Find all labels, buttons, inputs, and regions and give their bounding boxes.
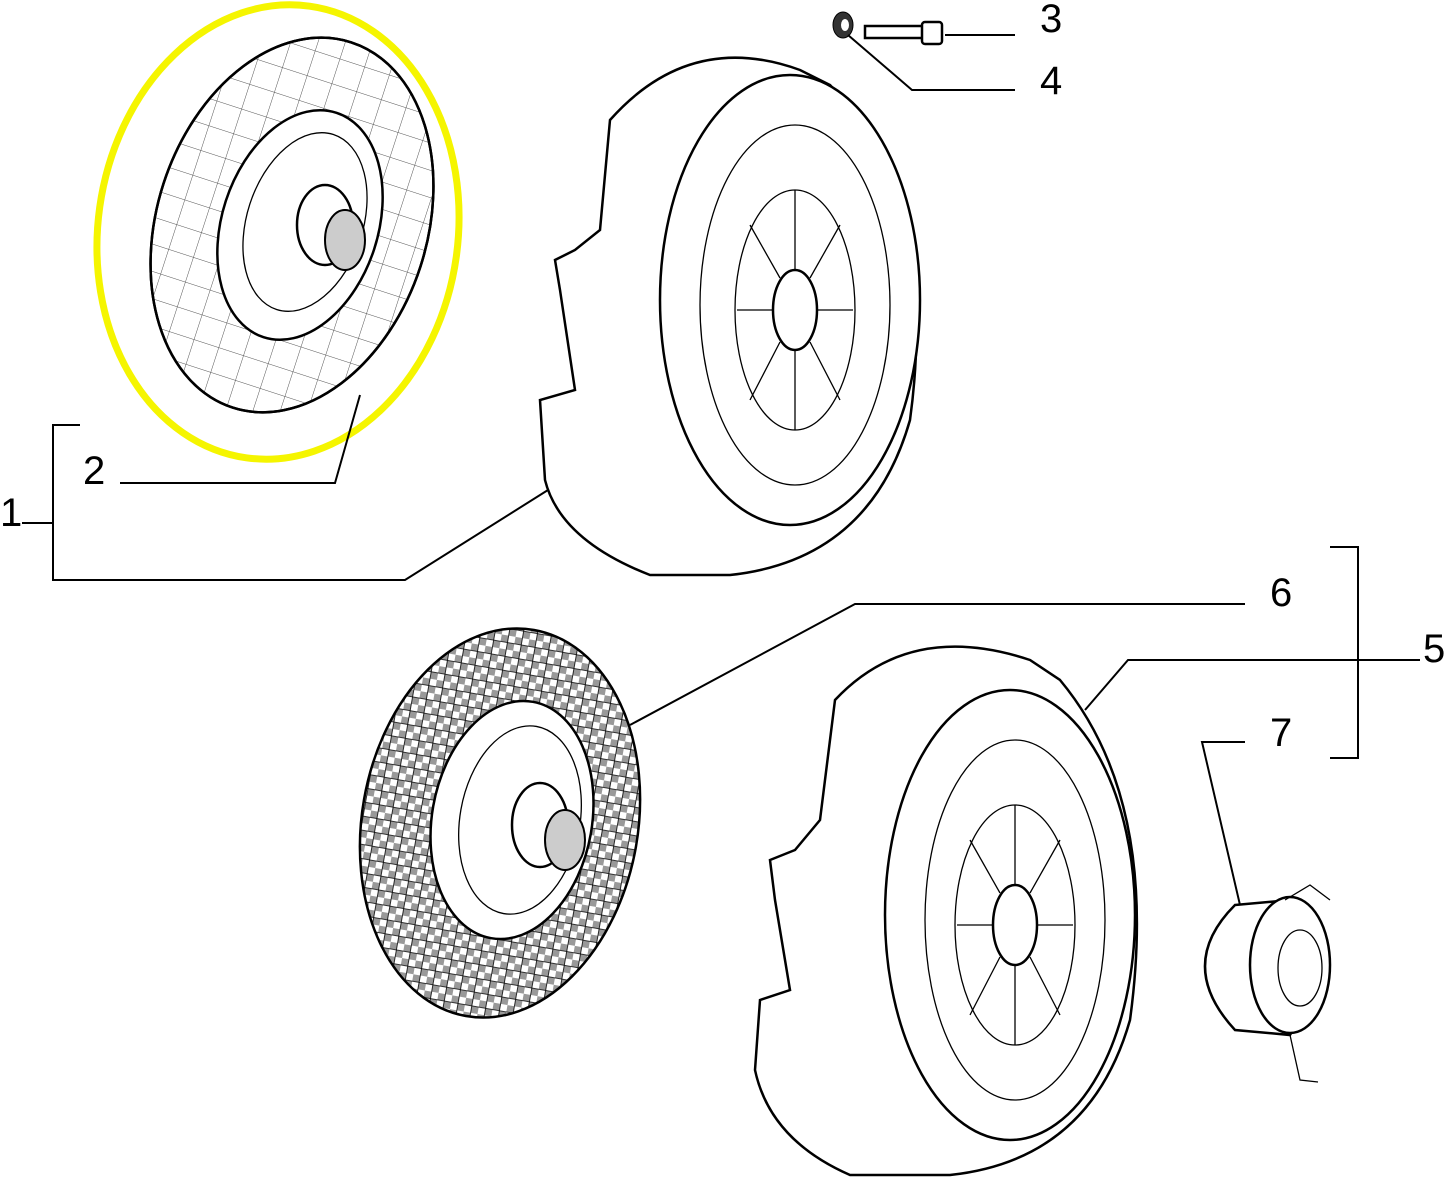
release-bearing-part-7 — [1203, 884, 1332, 1083]
callout-1: 1 — [0, 491, 22, 535]
washer-part-4 — [832, 11, 854, 39]
leader-lines — [22, 34, 1420, 906]
yellow-highlight-circle — [93, 1, 463, 463]
bolt-part-3 — [863, 20, 944, 46]
pressure-plate-part-5 — [753, 645, 1139, 1177]
callout-7: 7 — [1270, 711, 1292, 755]
callout-6: 6 — [1270, 571, 1292, 615]
clutch-disc-part-6 — [358, 627, 642, 1019]
clutch-disc-part-2 — [149, 36, 435, 414]
pressure-plate-part-1 — [538, 56, 922, 577]
callout-4: 4 — [1040, 59, 1062, 103]
callout-2: 2 — [83, 449, 105, 493]
callout-5: 5 — [1423, 627, 1445, 671]
callout-3: 3 — [1040, 0, 1062, 41]
